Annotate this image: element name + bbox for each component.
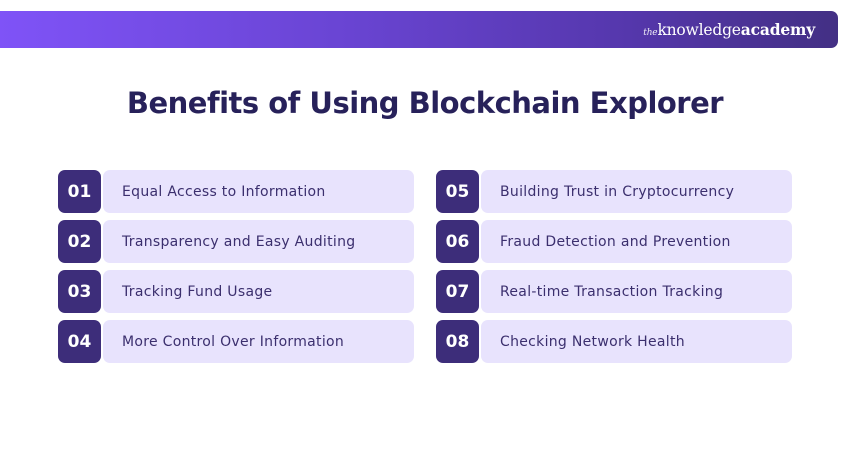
number-badge: 02 [58, 220, 101, 263]
benefit-label: Building Trust in Cryptocurrency [500, 183, 735, 200]
number-badge: 07 [436, 270, 479, 313]
benefit-box: Fraud Detection and Prevention [481, 220, 792, 263]
number-badge: 03 [58, 270, 101, 313]
benefit-box: More Control Over Information [103, 320, 414, 363]
benefit-item: 05 Building Trust in Cryptocurrency [436, 170, 792, 213]
benefits-column-right: 05 Building Trust in Cryptocurrency 06 F… [436, 170, 792, 370]
benefit-box: Building Trust in Cryptocurrency [481, 170, 792, 213]
benefit-item: 01 Equal Access to Information [58, 170, 414, 213]
number-badge: 04 [58, 320, 101, 363]
benefit-item: 07 Real-time Transaction Tracking [436, 270, 792, 313]
brand-logo: theknowledgeacademy [643, 20, 815, 39]
benefit-label: More Control Over Information [122, 333, 345, 350]
benefit-box: Equal Access to Information [103, 170, 414, 213]
benefits-column-left: 01 Equal Access to Information 02 Transp… [58, 170, 414, 370]
benefit-label: Transparency and Easy Auditing [122, 233, 356, 250]
benefit-box: Tracking Fund Usage [103, 270, 414, 313]
benefit-item: 02 Transparency and Easy Auditing [58, 220, 414, 263]
number-badge: 05 [436, 170, 479, 213]
benefit-item: 06 Fraud Detection and Prevention [436, 220, 792, 263]
benefit-box: Transparency and Easy Auditing [103, 220, 414, 263]
number-badge: 08 [436, 320, 479, 363]
number-badge: 01 [58, 170, 101, 213]
benefit-item: 03 Tracking Fund Usage [58, 270, 414, 313]
logo-the: the [643, 28, 658, 38]
page-title: Benefits of Using Blockchain Explorer [126, 86, 724, 120]
benefit-box: Real-time Transaction Tracking [481, 270, 792, 313]
benefit-label: Equal Access to Information [122, 183, 326, 200]
benefit-label: Real-time Transaction Tracking [500, 283, 724, 300]
logo-academy: academy [740, 20, 815, 39]
header-banner: theknowledgeacademy [0, 11, 838, 48]
benefit-label: Fraud Detection and Prevention [500, 233, 731, 250]
benefit-item: 08 Checking Network Health [436, 320, 792, 363]
number-badge: 06 [436, 220, 479, 263]
benefit-item: 04 More Control Over Information [58, 320, 414, 363]
benefit-label: Tracking Fund Usage [122, 283, 273, 300]
logo-knowledge: knowledge [657, 21, 741, 39]
benefit-label: Checking Network Health [500, 333, 685, 350]
benefit-box: Checking Network Health [481, 320, 792, 363]
